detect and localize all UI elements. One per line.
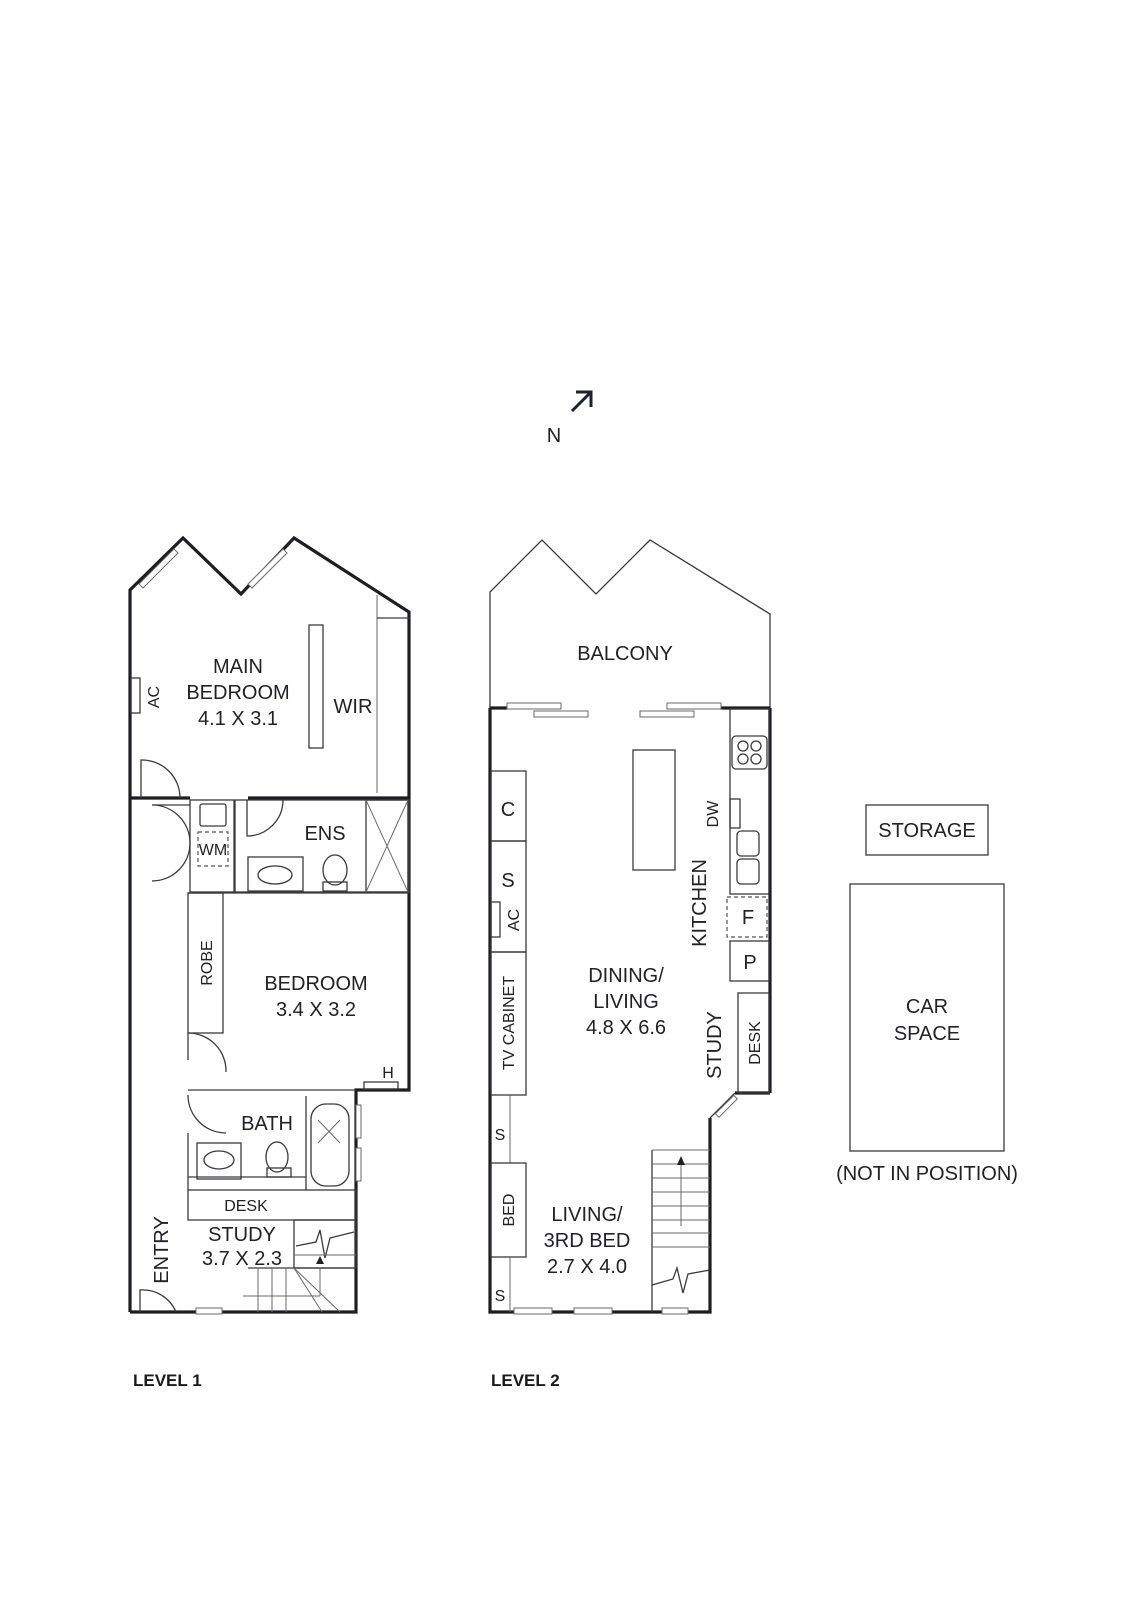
window [195,1307,223,1315]
room-label-main-bedroom-2: BEDROOM [186,682,289,704]
window [138,548,288,589]
room-label-bath: BATH [241,1113,293,1135]
level-1-plan: MAIN BEDROOM 4.1 X 3.1 WIR AC ENS WM ROB… [128,535,411,1315]
desk [187,1189,357,1221]
room-label-wir: WIR [334,696,373,718]
ac-unit [130,677,141,714]
label-pantry: P [743,952,756,974]
north-label: N [547,425,561,447]
label-heater: H [382,1065,394,1082]
room-label-3rd-bed: 3RD BED [544,1230,631,1252]
label-desk: DESK [224,1198,268,1215]
room-label-main-bedroom: MAIN [213,656,263,678]
room-label-living: LIVING/ [551,1204,623,1226]
sink [736,830,760,857]
level-2-label: LEVEL 2 [491,1371,560,1390]
wardrobe-rail [308,624,324,749]
label-desk: DESK [747,1021,764,1065]
shower [365,799,409,893]
level-1-label: LEVEL 1 [133,1371,202,1390]
vanity [247,856,304,892]
basin [257,865,293,885]
dishwasher [729,798,741,829]
basin [203,1150,235,1170]
label-storage: S [495,1288,506,1305]
kitchen-bench [729,708,770,895]
storage [490,840,527,953]
room-size-bedroom: 3.4 X 3.2 [276,999,356,1021]
heater [363,1081,399,1090]
laundry-tub [199,803,227,827]
room-size-dining-living: 4.8 X 6.6 [586,1017,666,1039]
pantry [729,940,770,982]
balcony [489,539,771,708]
fridge-space [726,896,768,938]
label-fridge: F [742,907,754,929]
label-cupboard: C [501,799,515,821]
label-storage: STORAGE [878,820,975,842]
toilet [265,1141,289,1173]
door [187,1094,227,1134]
robe [187,892,224,1034]
storage-box [865,804,989,856]
room-label-ens: ENS [304,823,345,845]
outbuildings: STORAGE CAR SPACE (NOT IN POSITION) [836,804,1018,1185]
room-label-balcony: BALCONY [577,643,673,665]
room-label-study: STUDY [704,1011,726,1079]
vanity [196,1142,242,1180]
ac-unit [490,901,501,938]
label-not-in-position: (NOT IN POSITION) [836,1163,1018,1185]
room-label-kitchen: KITCHEN [689,859,711,947]
label-space: SPACE [894,1023,960,1045]
compass: N [547,390,593,447]
room-size-main-bedroom: 4.1 X 3.1 [198,708,278,730]
room-label-dining: DINING/ [588,965,664,987]
label-ac: AC [506,909,523,931]
room-size-living-3rd-bed: 2.7 X 4.0 [547,1256,627,1278]
label-car: CAR [906,996,948,1018]
bed-unit [490,1162,527,1258]
door [140,759,181,799]
room-label-bedroom: BEDROOM [264,973,367,995]
north-arrow-icon [570,390,593,413]
label-storage: S [495,1127,506,1144]
level-2-plan: BALCONY C S AC TV CABINET DW KITCHEN F P… [488,539,772,1315]
room-label-entry: ENTRY [151,1216,173,1283]
room-size-study: 3.7 X 2.3 [202,1248,282,1270]
label-dw: DW [705,800,722,828]
bathtub [310,1103,350,1187]
cooktop [731,735,768,770]
label-tv-cabinet: TV CABINET [501,976,518,1070]
door [246,799,284,837]
entry-door [139,1289,177,1313]
car-space-box [849,883,1005,1152]
label-ac: AC [146,686,163,708]
desk [737,992,770,1094]
label-robe: ROBE [199,940,216,985]
label-wm: WM [199,842,227,859]
label-bed: BED [501,1194,518,1227]
tv-cabinet [490,951,527,1096]
kitchen-island [632,749,676,871]
toilet [322,854,348,886]
door [187,1032,227,1073]
room-label-living: LIVING [593,991,659,1013]
label-storage: S [501,870,514,892]
washing-machine [197,831,229,867]
room-label-study: STUDY [208,1224,276,1246]
